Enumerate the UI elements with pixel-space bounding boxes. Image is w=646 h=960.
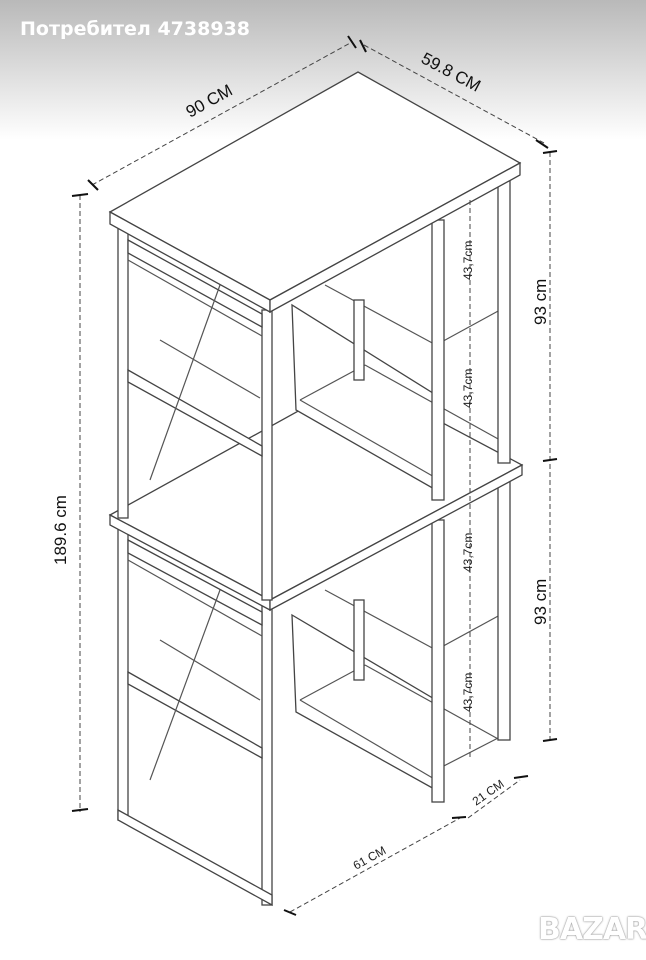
depth-label: 59.8 CM [418,49,484,96]
lower-left-leg [117,524,129,821]
upper-back-leg [497,177,511,464]
total-height-label: 189.6 cm [51,495,70,565]
upper-height-label: 93 cm [531,279,550,325]
width-label: 90 CM [183,81,236,122]
lower-height-label: 93 cm [531,579,550,625]
lower-front-leg [261,604,273,906]
bazar-watermark: BAZAR [538,912,646,947]
shelf-height-label: 43,7cm [461,533,475,572]
shelf-height-label: 43,7cm [461,241,475,280]
shelf-height-label: 43,7cm [461,369,475,408]
lower-shelf-leg [431,519,445,803]
upper-unit [117,177,511,601]
lower-back-leg [497,477,511,741]
upper-left-leg [117,221,129,519]
upper-front-leg [261,309,273,601]
upper-shelf-leg [431,219,445,501]
shelf-height-label: 43,7cm [461,673,475,712]
user-label: Потребител 4738938 [20,18,251,40]
lower-unit [117,477,511,907]
